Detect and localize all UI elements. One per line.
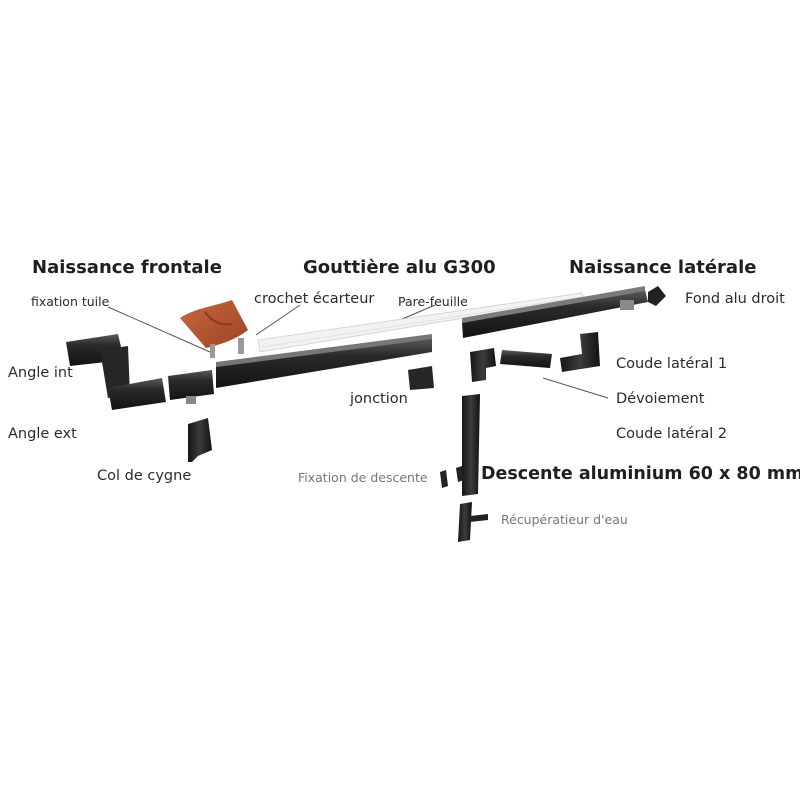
coude-lateral-1-part — [560, 332, 600, 372]
label-angle-ext: Angle ext — [8, 426, 77, 442]
label-devoiement: Dévoiement — [616, 391, 705, 407]
angle-parts — [66, 334, 166, 410]
label-fond-alu-droit: Fond alu droit — [685, 291, 785, 307]
label-crochet-ecarteur: crochet écarteur — [254, 291, 375, 307]
title-naissance-laterale: Naissance latérale — [569, 257, 757, 278]
end-cap-part — [648, 286, 666, 306]
coude-lateral-2-part — [470, 348, 496, 382]
label-col-de-cygne: Col de cygne — [97, 468, 192, 484]
label-jonction: jonction — [350, 391, 408, 407]
gutter-main — [216, 334, 432, 388]
col-de-cygne-part — [188, 418, 212, 462]
label-fixation-tuile: fixation tuile — [31, 294, 110, 309]
downpipe-part — [462, 394, 480, 496]
naissance-frontale-part — [168, 370, 214, 404]
label-coude-lateral-1: Coude latéral 1 — [616, 356, 728, 372]
title-gouttiere: Gouttière alu G300 — [303, 257, 496, 278]
recuperateur-part — [458, 502, 488, 542]
jonction-part — [408, 366, 434, 390]
fixation-descente-part — [440, 466, 464, 488]
label-coude-lateral-2: Coude latéral 2 — [616, 426, 728, 442]
title-descente: Descente aluminium 60 x 80 mm — [481, 464, 800, 484]
leader-lines — [107, 304, 609, 399]
label-recuperateur: Récupératieur d'eau — [501, 512, 628, 527]
label-pare-feuille: Pare-feuille — [398, 294, 468, 309]
label-angle-int: Angle int — [8, 365, 73, 381]
devoiement-part — [500, 350, 552, 368]
title-naissance-frontale: Naissance frontale — [32, 257, 222, 278]
roof-tile — [180, 300, 248, 358]
label-fixation-descente: Fixation de descente — [298, 470, 428, 485]
gutter-right — [462, 286, 648, 338]
